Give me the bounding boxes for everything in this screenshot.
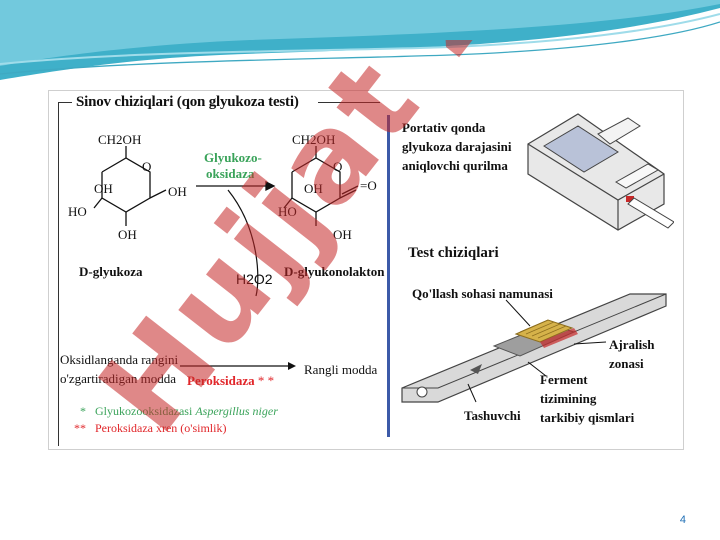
ch2oh-label-right: CH2OH — [292, 132, 336, 147]
test-strips-heading: Test chiziqlari — [408, 245, 499, 261]
h2o2-label: H2O2 — [236, 271, 273, 287]
reaction-arrow — [196, 180, 276, 192]
enzyme-glucose-oxidase-line2: oksidaza — [206, 166, 255, 181]
colored-product-label: Rangli modda — [304, 362, 378, 377]
frame-line-top — [58, 102, 72, 103]
frame-line-top-right — [318, 102, 380, 103]
dye-arrow — [180, 362, 296, 370]
gluconolactone-label: D-glyukonolakton — [284, 264, 385, 279]
device-caption-line1: Portativ qonda — [402, 120, 486, 135]
carbonyl-label: =O — [360, 178, 377, 193]
footnote-1-text: Glyukozooksidazasi — [95, 404, 193, 418]
oh-label-left-2: OH — [168, 184, 187, 199]
peroxidase-marks: * * — [257, 373, 275, 388]
sample-area-label: Qo'llash sohasi namunasi — [412, 286, 553, 301]
peroxidase-text: Peroksidaza — [187, 373, 255, 388]
footnote-2-text: Peroksidaza xren (o'simlik) — [95, 421, 227, 435]
footnote-1: * Glyukozooksidazasi Aspergillus niger — [80, 404, 278, 419]
frame-line-left — [58, 102, 59, 446]
gluconolactone-structure — [283, 146, 359, 226]
footnote-1-mark: * — [80, 404, 86, 418]
glucose-structure — [93, 146, 167, 226]
separation-zone-line1: Ajralish — [609, 337, 655, 352]
ho-label-left: HO — [68, 204, 87, 219]
ch2oh-label-left: CH2OH — [98, 132, 142, 147]
ring-o-label-left: O — [142, 159, 152, 174]
glucose-label: D-glyukoza — [79, 264, 143, 279]
peroxidase-label: Peroksidaza * * — [187, 373, 274, 389]
header-wave-decoration — [0, 0, 720, 80]
dye-line-2: o'zgartiradigan modda — [60, 371, 177, 386]
enzyme-components-line1: Ferment — [540, 372, 588, 387]
test-strip-illustration — [401, 293, 667, 403]
device-caption-line3: aniqlovchi qurilma — [402, 158, 508, 173]
oh-label-right-1: OH — [304, 181, 323, 196]
ho-label-right: HO — [278, 204, 297, 219]
h2o2-curve-arrow — [227, 189, 259, 297]
oh-label-left-3: OH — [118, 227, 137, 242]
enzyme-glucose-oxidase-line1: Glyukozo- — [204, 150, 262, 165]
dye-line-1: Oksidlanganda rangini — [60, 352, 179, 367]
footnote-1-species: Aspergillus niger — [195, 404, 278, 418]
page-title: Sinov chiziqlari (qon glyukoza testi) — [74, 94, 301, 111]
enzyme-components-line2: tizimining — [540, 391, 597, 406]
panel-divider — [387, 115, 390, 437]
separation-zone-line2: zonasi — [609, 356, 644, 371]
device-caption-line2: glyukoza darajasini — [402, 139, 512, 154]
page-number: 4 — [679, 514, 686, 526]
footnote-2-mark: ** — [74, 421, 86, 435]
ring-o-label-right: O — [333, 159, 343, 174]
enzyme-components-line3: tarkibiy qismlari — [540, 410, 635, 425]
glucose-meter-illustration — [527, 113, 674, 231]
footnote-2: ** Peroksidaza xren (o'simlik) — [74, 421, 226, 436]
reaction-scheme — [93, 146, 359, 297]
oh-label-left-1: OH — [94, 181, 113, 196]
carrier-label: Tashuvchi — [464, 408, 521, 423]
oh-label-right-2: OH — [333, 227, 352, 242]
